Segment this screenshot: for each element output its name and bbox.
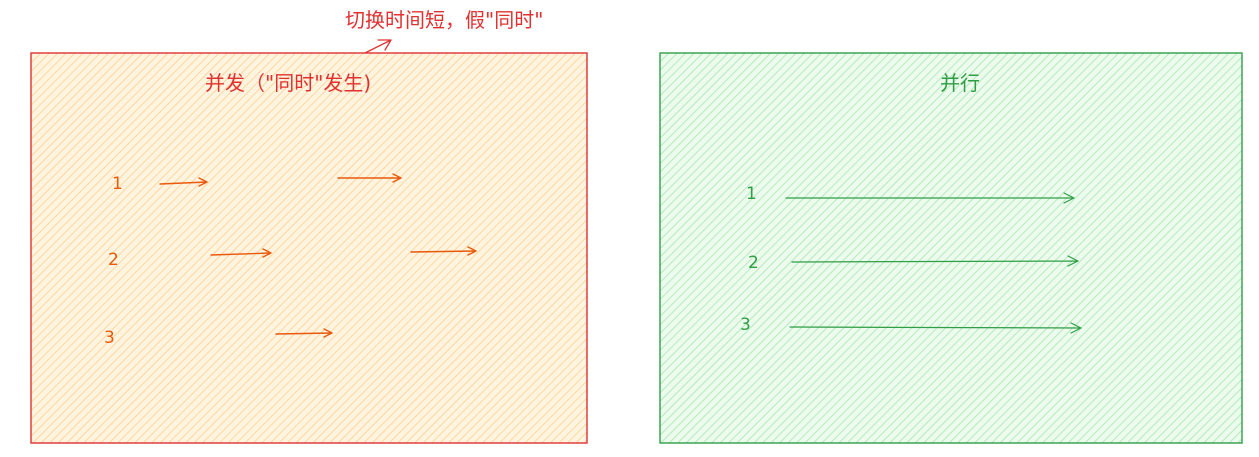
concurrency-box-title: 并发（"同时"发生)	[205, 71, 371, 95]
parallel-arrow-task2	[791, 255, 1079, 267]
concurrency-label-1: 1	[112, 174, 123, 194]
concurrency-arrow-task3-a	[275, 328, 333, 338]
parallel-box-title: 并行	[940, 71, 980, 95]
concurrency-arrow-task1-b	[337, 173, 402, 183]
parallel-box-frame	[659, 52, 1243, 444]
parallel-box: 并行 1 2 3	[659, 52, 1243, 444]
concurrency-box-frame	[30, 52, 588, 444]
parallel-arrow-task3	[789, 322, 1082, 334]
parallel-label-2: 2	[748, 253, 759, 273]
concurrency-arrow-task2-b	[410, 246, 477, 256]
parallel-arrow-task1	[785, 192, 1075, 204]
concurrency-arrow-task1-a	[159, 177, 208, 187]
concurrency-label-3: 3	[104, 328, 115, 348]
parallel-arrows	[785, 192, 1082, 334]
concurrency-label-2: 2	[108, 250, 119, 270]
concurrency-arrows	[159, 173, 477, 338]
concurrency-arrow-task2-a	[210, 248, 272, 258]
concurrency-box: 并发（"同时"发生) 1 2 3	[30, 52, 588, 444]
parallel-label-1: 1	[746, 184, 757, 204]
annotation: 切换时间短，假"同时"	[332, 8, 543, 70]
parallel-label-3: 3	[740, 315, 751, 335]
annotation-text: 切换时间短，假"同时"	[345, 8, 543, 32]
